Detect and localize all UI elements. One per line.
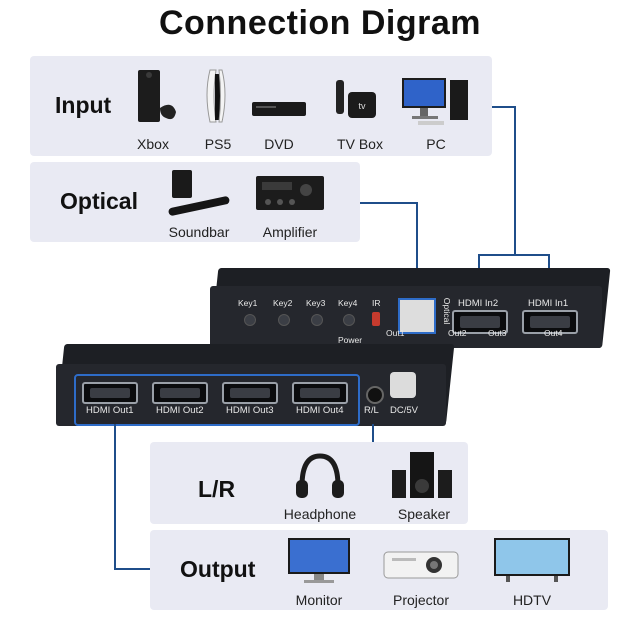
- device-hdtv: HDTV: [492, 534, 572, 608]
- key4-button[interactable]: [343, 314, 355, 326]
- rl-label: R/L: [364, 405, 379, 416]
- output-cable: [114, 568, 150, 570]
- hdtv-icon: [494, 538, 570, 582]
- hdmi-in2-label: HDMI In2: [458, 298, 499, 309]
- optical-cable: [360, 202, 418, 204]
- device-label: HDTV: [512, 592, 552, 608]
- device-label: PS5: [204, 136, 232, 152]
- out1-group-label: Out1: [386, 328, 405, 338]
- device-speaker: Speaker: [386, 446, 462, 522]
- input-label: Input: [55, 92, 112, 118]
- device-amplifier: Amplifier: [250, 166, 330, 240]
- tvbox-icon: tv: [336, 80, 376, 118]
- hdmi-out2-port[interactable]: [152, 382, 208, 404]
- speaker-icon: [392, 452, 452, 498]
- hdmi-in1-label: HDMI In1: [528, 298, 569, 309]
- hdmi-out4-label: HDMI Out4: [296, 405, 344, 416]
- xbox-icon: [138, 70, 176, 122]
- device-headphone: Headphone: [280, 446, 360, 522]
- dc-label: DC/5V: [390, 405, 418, 416]
- device-ps5: PS5: [196, 66, 240, 152]
- power-label: Power: [338, 335, 363, 345]
- key2-label: Key2: [273, 298, 293, 308]
- device-soundbar: Soundbar: [160, 166, 238, 240]
- ps5-icon: [206, 69, 226, 123]
- out4-group-label: Out4: [544, 328, 563, 338]
- hdmi-in1-port[interactable]: [522, 310, 578, 334]
- device-pc: PC: [400, 66, 472, 152]
- svg-text:tv: tv: [358, 101, 366, 111]
- device-label: Speaker: [397, 506, 451, 522]
- outputs-highlight: [74, 374, 360, 426]
- monitor-icon: [288, 538, 350, 583]
- ir-sensor: [372, 312, 380, 326]
- optical-label: Optical: [60, 188, 138, 214]
- device-label: DVD: [264, 136, 294, 152]
- input-cable: [514, 106, 516, 256]
- device-tvbox: tv TV Box: [330, 66, 390, 152]
- input-cable: [478, 254, 550, 256]
- device-projector: Projector: [376, 534, 466, 608]
- key4-label: Key4: [338, 298, 358, 308]
- headphone-icon: [296, 453, 344, 498]
- hdmi-out1-label: HDMI Out1: [86, 405, 134, 416]
- lr-label: L/R: [198, 476, 236, 502]
- device-label: TV Box: [337, 136, 383, 152]
- device-monitor: Monitor: [284, 534, 354, 608]
- dvd-icon: [252, 102, 306, 116]
- device-label: Projector: [392, 592, 450, 608]
- input-cable: [492, 106, 516, 108]
- projector-icon: [383, 551, 459, 579]
- ir-label: IR: [372, 298, 381, 308]
- dc-jack[interactable]: [390, 372, 416, 398]
- hdmi-out3-label: HDMI Out3: [226, 405, 274, 416]
- soundbar-icon: [168, 170, 230, 216]
- hdmi-out2-label: HDMI Out2: [156, 405, 204, 416]
- optical-cable: [416, 202, 418, 298]
- device-label: Monitor: [295, 592, 343, 608]
- key1-button[interactable]: [244, 314, 256, 326]
- diagram-title: Connection Digram: [158, 4, 482, 42]
- output-label: Output: [180, 556, 256, 582]
- pc-icon: [402, 78, 468, 125]
- device-xbox: Xbox: [128, 66, 178, 152]
- hdmi-out4-port[interactable]: [292, 382, 348, 404]
- output-cable: [114, 424, 116, 570]
- device-label: Soundbar: [168, 224, 230, 240]
- rl-jack[interactable]: [366, 386, 384, 404]
- optical-port-label: Optical: [442, 297, 453, 325]
- device-label: Amplifier: [262, 224, 318, 240]
- amplifier-icon: [256, 176, 324, 210]
- hdmi-out1-port[interactable]: [82, 382, 138, 404]
- key2-button[interactable]: [278, 314, 290, 326]
- optical-port[interactable]: [398, 298, 436, 334]
- hdmi-in2-port[interactable]: [452, 310, 508, 334]
- device-label: Xbox: [137, 136, 169, 152]
- out2-group-label: Out2: [448, 328, 467, 338]
- key3-button[interactable]: [311, 314, 323, 326]
- out3-group-label: Out3: [488, 328, 507, 338]
- device-label: PC: [426, 136, 446, 152]
- hdmi-out3-port[interactable]: [222, 382, 278, 404]
- device-dvd: DVD: [248, 66, 310, 152]
- key1-label: Key1: [238, 298, 258, 308]
- key3-label: Key3: [306, 298, 326, 308]
- device-label: Headphone: [283, 506, 357, 522]
